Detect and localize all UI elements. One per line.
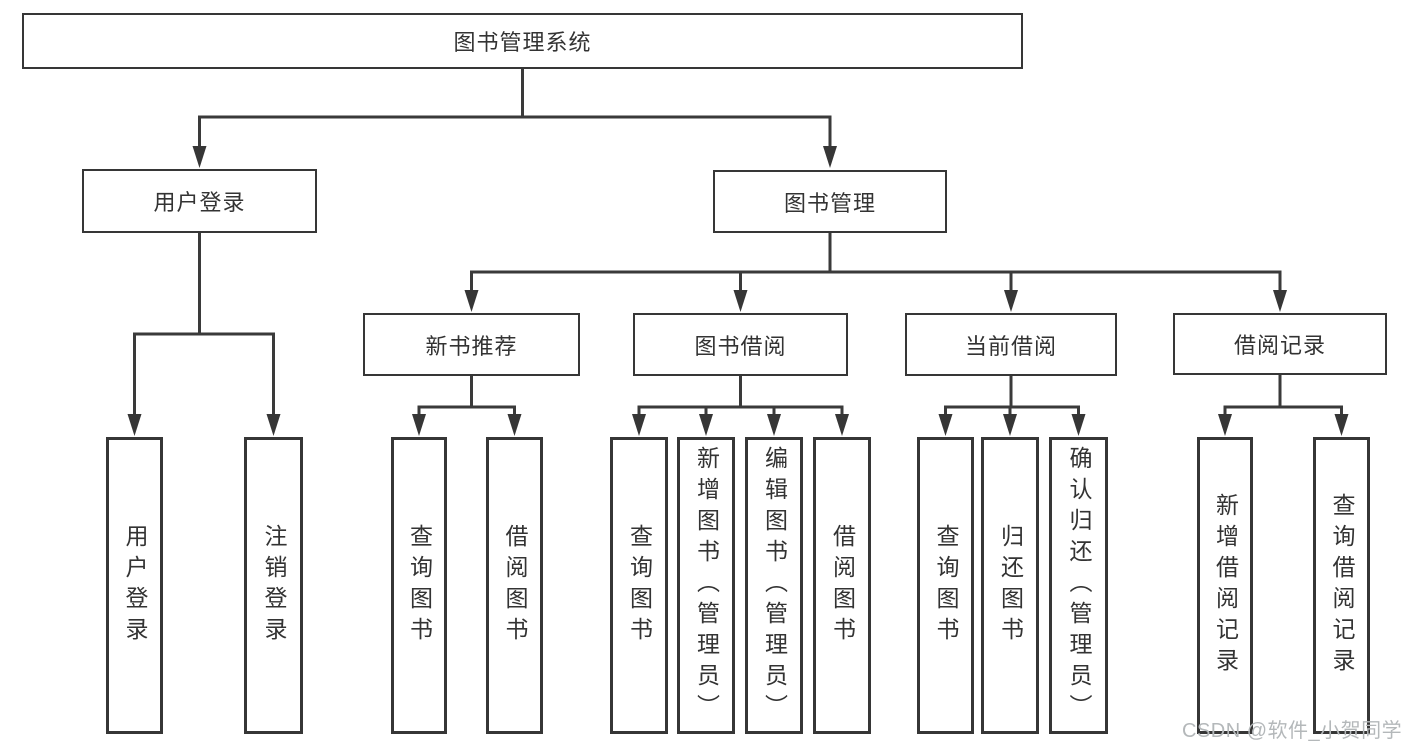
node-label: 用户登录 xyxy=(153,190,246,215)
leaf-label: 确认归还（管理员） xyxy=(1066,446,1092,725)
leaf-label: 查询图书 xyxy=(626,523,653,648)
node-borrowing-records: 借阅记录 xyxy=(1173,313,1387,375)
connector-records-to-leaves xyxy=(1218,375,1349,436)
leaf-label: 用户登录 xyxy=(122,523,148,648)
node-label: 图书管理系统 xyxy=(453,30,592,55)
leaf-label: 新增借阅记录 xyxy=(1212,492,1239,679)
leaf-add-books-admin: 新增图书（管理员） xyxy=(677,437,735,734)
csdn-watermark: CSDN @软件_小贺同学 xyxy=(1182,720,1403,742)
leaf-label: 编辑图书（管理员） xyxy=(761,446,788,725)
node-label: 当前借阅 xyxy=(964,333,1057,359)
leaf-label: 借阅图书 xyxy=(502,523,528,648)
leaf-borrow-books-borrowing: 借阅图书 xyxy=(813,437,871,734)
connector-root-to-level1 xyxy=(192,68,837,168)
leaf-return-books: 归还图书 xyxy=(981,437,1039,734)
node-new-book-recommendation: 新书推荐 xyxy=(363,313,580,376)
node-label: 新书推荐 xyxy=(425,333,518,359)
connector-userlogin-to-leaves xyxy=(127,233,281,436)
leaf-query-books-borrowing: 查询图书 xyxy=(610,437,668,734)
leaf-user-login: 用户登录 xyxy=(106,437,163,734)
leaf-query-borrow-record: 查询借阅记录 xyxy=(1313,437,1370,734)
leaf-label: 归还图书 xyxy=(997,523,1024,648)
leaf-label: 查询借阅记录 xyxy=(1329,492,1355,679)
connector-mgmt-to-level2 xyxy=(464,233,1287,312)
leaf-label: 注销登录 xyxy=(261,523,287,648)
node-label: 图书借阅 xyxy=(694,333,787,359)
leaf-borrow-books-newbooks: 借阅图书 xyxy=(486,437,543,734)
connector-current-to-leaves xyxy=(938,376,1086,436)
node-book-management: 图书管理 xyxy=(713,170,947,233)
node-label: 图书管理 xyxy=(783,190,876,216)
leaf-add-borrow-record: 新增借阅记录 xyxy=(1197,437,1253,734)
leaf-confirm-return-admin: 确认归还（管理员） xyxy=(1049,437,1108,734)
node-label: 借阅记录 xyxy=(1233,333,1326,358)
leaf-edit-books-admin: 编辑图书（管理员） xyxy=(745,437,803,734)
leaf-label: 借阅图书 xyxy=(829,523,856,648)
connector-borrowing-to-leaves xyxy=(632,376,849,436)
node-current-borrowing: 当前借阅 xyxy=(905,313,1117,376)
connector-newbooks-to-leaves xyxy=(412,376,522,436)
node-user-login: 用户登录 xyxy=(82,169,317,233)
leaf-query-books-current: 查询图书 xyxy=(917,437,974,734)
leaf-label: 查询图书 xyxy=(933,523,959,648)
leaf-query-books-newbooks: 查询图书 xyxy=(391,437,447,734)
node-book-borrowing: 图书借阅 xyxy=(633,313,848,376)
node-library-management-system: 图书管理系统 xyxy=(22,13,1023,69)
leaf-label: 查询图书 xyxy=(406,523,433,648)
leaf-label: 新增图书（管理员） xyxy=(693,446,720,725)
leaf-logout: 注销登录 xyxy=(244,437,303,734)
